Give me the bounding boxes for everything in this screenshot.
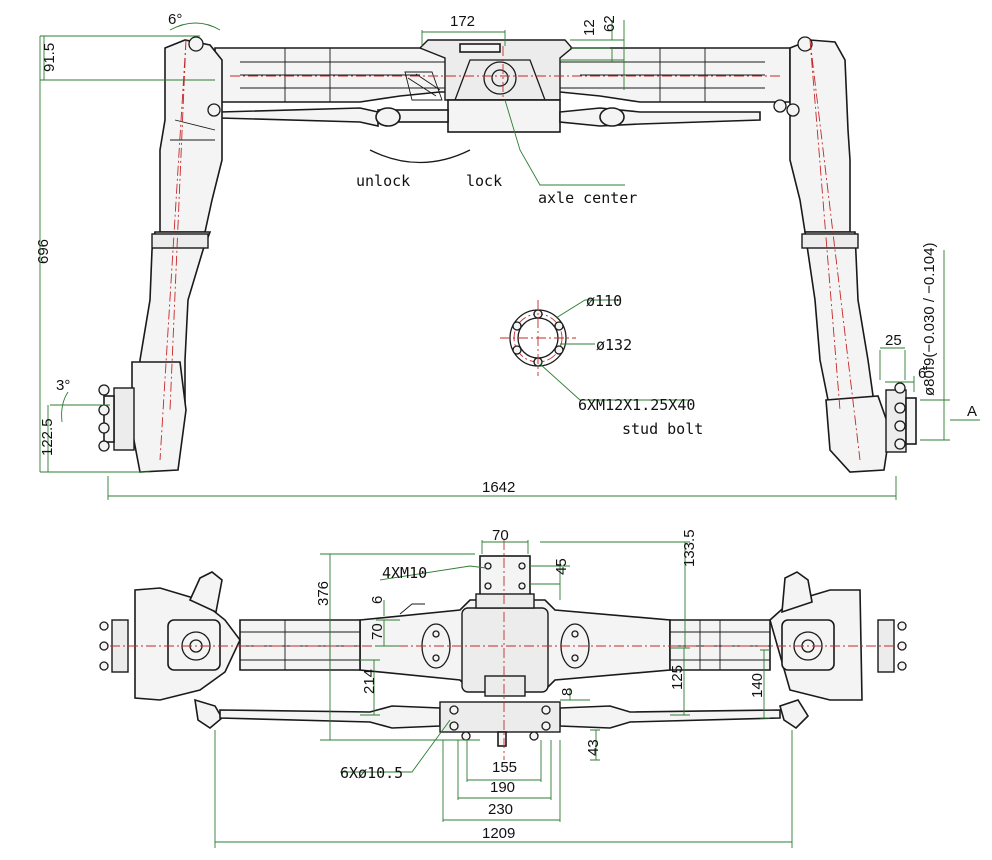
dim-140: 140 (749, 673, 766, 698)
dim-6-right: 6 (918, 365, 926, 382)
center-block (447, 99, 561, 133)
steering-arm-left (188, 571, 223, 614)
dim-91-5: 91.5 (41, 43, 58, 72)
hub-left (131, 361, 187, 473)
dim-155: 155 (492, 759, 517, 776)
dim-696: 696 (35, 239, 52, 264)
label-d132: ø132 (596, 336, 632, 354)
dim-8: 8 (559, 688, 576, 696)
tie-rod-right (559, 107, 761, 127)
steering-arm-right (781, 571, 813, 614)
dim-70-side: 70 (369, 623, 386, 640)
dim-230: 230 (488, 801, 513, 818)
arm-left (239, 619, 361, 671)
label-unlock: unlock (356, 172, 410, 190)
dim-214: 214 (361, 669, 378, 694)
dim-62: 62 (601, 15, 618, 32)
dim-125: 125 (669, 665, 686, 690)
dim-1209: 1209 (482, 825, 515, 842)
label-axle-center: axle center (538, 189, 637, 207)
label-bolt-spec: 6XM12X1.25X40 (578, 396, 695, 414)
dim-133-5: 133.5 (681, 529, 698, 567)
dim-1642: 1642 (482, 479, 515, 496)
dim-43: 43 (585, 739, 602, 756)
dim-6deg: 6° (168, 11, 182, 28)
hub-right (825, 395, 891, 473)
label-4xm10: 4XM10 (382, 564, 427, 582)
datum-a: A (967, 403, 977, 420)
dim-25: 25 (885, 332, 902, 349)
dim-70-top: 70 (492, 527, 509, 544)
tie-rod-block (439, 701, 561, 733)
dim-172: 172 (450, 13, 475, 30)
label-d110: ø110 (586, 292, 622, 310)
dim-45: 45 (553, 558, 570, 575)
leg-right (804, 231, 876, 411)
tie-rod-left (219, 107, 379, 127)
top-pad (479, 555, 531, 597)
flange-left (113, 387, 135, 451)
dim-12: 12 (581, 19, 598, 36)
dim-190: 190 (490, 779, 515, 796)
dim-3deg: 3° (56, 377, 70, 394)
knuckle-upper-left (159, 39, 223, 233)
dim-376: 376 (315, 581, 332, 606)
dim-6-bottom: 6 (369, 596, 386, 604)
differential-housing (418, 39, 573, 101)
label-stud-bolt: stud bolt (622, 420, 703, 438)
label-6x10-5: 6Xø10.5 (340, 764, 403, 782)
top-view: 172 12 62 6° 91.5 696 3° 122.5 1642 25 6… (35, 11, 980, 500)
knuckle-upper-right (789, 39, 851, 233)
dim-122-5: 122.5 (39, 418, 56, 456)
dim-fit: ø80f9(−0.030 / −0.104) (921, 243, 938, 396)
bottom-view: 70 4XM10 45 133.5 376 6 70 214 125 140 8… (99, 527, 907, 848)
label-lock: lock (466, 172, 502, 190)
